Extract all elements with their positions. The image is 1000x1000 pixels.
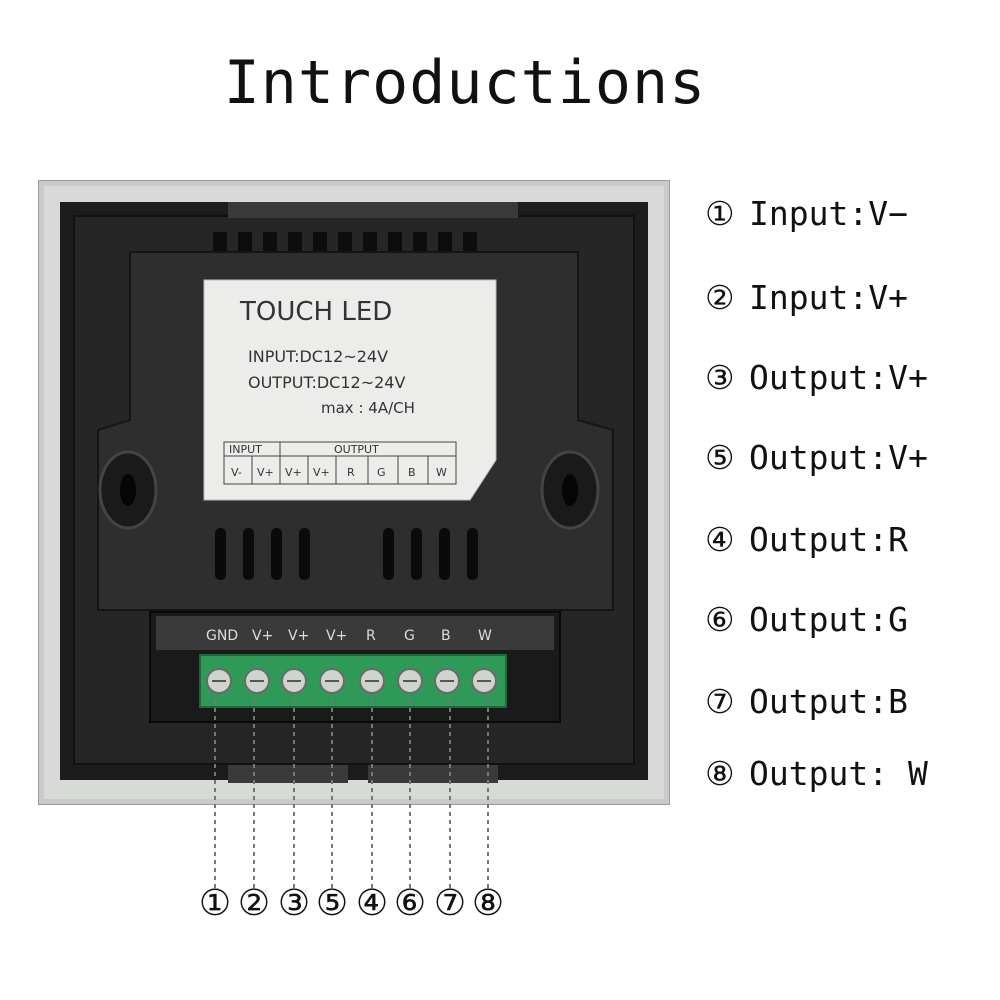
legend-item: ③ Output:V+ <box>705 358 928 397</box>
led-controller-device: TOUCH LED INPUT:DC12~24V OUTPUT:DC12~24V… <box>38 180 670 805</box>
terminal-number-1: ① <box>198 883 232 924</box>
label-table-input: INPUT <box>229 443 262 456</box>
label-table-output: OUTPUT <box>334 443 379 456</box>
legend-text: Output:B <box>749 682 908 721</box>
legend-text: Input:V− <box>749 194 908 233</box>
terminal-number-5: ⑤ <box>315 883 349 924</box>
legend-text: Output:G <box>749 600 908 639</box>
label-cell-4: V+ <box>313 466 330 479</box>
terminal-label-g: G <box>404 628 415 644</box>
label-heading: TOUCH LED <box>239 297 392 327</box>
legend-text: Output:R <box>749 520 908 559</box>
legend-item: ④ Output:R <box>705 520 908 559</box>
terminal-number-8: ⑧ <box>471 883 505 924</box>
terminal-label-v-plus-2: V+ <box>288 628 309 644</box>
terminal-number-3: ③ <box>277 883 311 924</box>
page-title: Introductions <box>223 48 707 118</box>
legend-item: ② Input:V+ <box>705 278 908 317</box>
label-output-spec: OUTPUT:DC12~24V <box>248 373 405 392</box>
legend-number: ⑧ <box>705 754 735 793</box>
legend-item: ⑤ Output:V+ <box>705 438 928 477</box>
label-cell-5: R <box>347 466 355 479</box>
terminal-label-gnd: GND <box>206 628 238 644</box>
legend-number: ① <box>705 194 735 233</box>
terminal-label-b: B <box>441 628 451 644</box>
label-cell-3: V+ <box>285 466 302 479</box>
terminal-number-row: ① ② ③ ⑤ ④ ⑥ ⑦ ⑧ <box>185 883 525 931</box>
terminal-label-v-plus-3: V+ <box>326 628 347 644</box>
terminal-label-v-plus-1: V+ <box>252 628 273 644</box>
terminal-number-4: ④ <box>355 883 389 924</box>
legend-text: Input:V+ <box>749 278 908 317</box>
legend-text: Output:V+ <box>749 438 928 477</box>
label-max-spec: max : 4A/CH <box>321 399 415 417</box>
label-cell-7: B <box>408 466 416 479</box>
label-cell-1: V- <box>231 466 242 479</box>
label-cell-2: V+ <box>257 466 274 479</box>
legend-item: ⑥ Output:G <box>705 600 908 639</box>
terminal-label-w: W <box>478 628 492 644</box>
legend-text: Output: W <box>749 754 928 793</box>
spec-label <box>203 279 497 501</box>
label-input-spec: INPUT:DC12~24V <box>248 347 388 366</box>
legend-number: ④ <box>705 520 735 559</box>
label-pin-table <box>223 441 457 485</box>
legend-number: ② <box>705 278 735 317</box>
legend-text: Output:V+ <box>749 358 928 397</box>
legend-number: ⑤ <box>705 438 735 477</box>
terminal-number-2: ② <box>237 883 271 924</box>
label-cell-6: G <box>377 466 386 479</box>
legend-item: ⑦ Output:B <box>705 682 908 721</box>
legend-number: ⑦ <box>705 682 735 721</box>
legend-item: ⑧ Output: W <box>705 754 928 793</box>
legend-number: ③ <box>705 358 735 397</box>
terminal-number-6: ⑥ <box>393 883 427 924</box>
label-cell-8: W <box>436 466 447 479</box>
lower-vents <box>215 528 478 580</box>
terminal-number-7: ⑦ <box>433 883 467 924</box>
legend-item: ① Input:V− <box>705 194 908 233</box>
legend-number: ⑥ <box>705 600 735 639</box>
terminal-label-r: R <box>366 628 376 644</box>
